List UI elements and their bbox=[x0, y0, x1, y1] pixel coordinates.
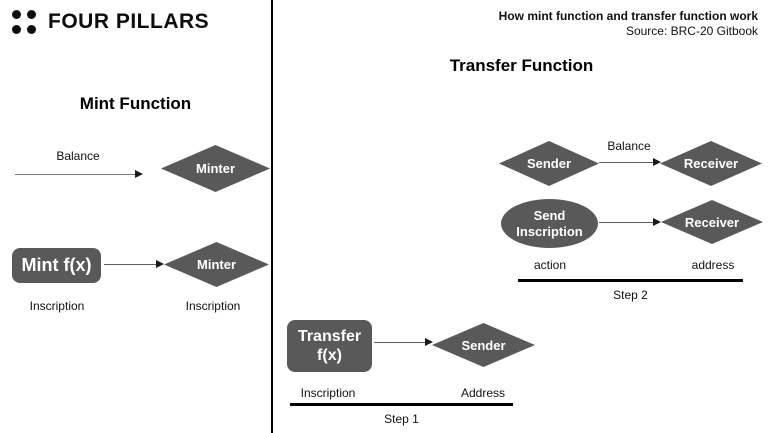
sender-diamond-step1: Sender bbox=[432, 323, 535, 367]
minter-diamond-2: Minter bbox=[164, 242, 269, 287]
receiver-diamond-1: Receiver bbox=[660, 141, 762, 186]
mint-function-heading: Mint Function bbox=[79, 94, 192, 113]
dot-icon bbox=[12, 25, 21, 34]
sender-diamond-step2: Sender bbox=[499, 141, 599, 186]
balance-arrow-label: Balance bbox=[56, 149, 100, 163]
dot-icon bbox=[27, 25, 36, 34]
balance-arrow bbox=[15, 170, 143, 178]
step1-underline bbox=[290, 403, 513, 406]
header-block: How mint function and transfer function … bbox=[499, 9, 758, 38]
transfer-fx-line1: Transfer bbox=[297, 327, 362, 345]
transfer-fx-line2: f(x) bbox=[317, 347, 342, 364]
mint-fx-box: Mint f(x) bbox=[12, 248, 101, 283]
address-caption-step2: address bbox=[691, 258, 735, 272]
transfer-function-heading: Transfer Function bbox=[449, 56, 594, 75]
send-inscription-line1: Send bbox=[533, 207, 566, 223]
dot-icon bbox=[12, 10, 21, 19]
send-inscription-ellipse: Send Inscription bbox=[501, 199, 598, 248]
sender-to-receiver-arrow bbox=[599, 158, 661, 166]
receiver-diamond-2: Receiver bbox=[661, 200, 763, 244]
four-dots-icon bbox=[12, 10, 36, 34]
mint-arrow bbox=[104, 260, 164, 268]
four-pillars-logo: FOUR PILLARS bbox=[12, 10, 209, 34]
step2-label: Step 2 bbox=[613, 288, 648, 302]
transfer-fx-box: Transfer f(x) bbox=[287, 320, 372, 372]
inscription-caption-step1: Inscription bbox=[300, 386, 356, 400]
minter-caption: Inscription bbox=[185, 299, 241, 313]
dot-icon bbox=[27, 10, 36, 19]
diagram-title: How mint function and transfer function … bbox=[498, 9, 758, 23]
send-inscription-line2: Inscription bbox=[516, 223, 583, 239]
send-inscription-arrow bbox=[599, 218, 661, 226]
address-caption-step1: Address bbox=[460, 386, 506, 400]
step2-underline bbox=[518, 279, 743, 282]
step1-label: Step 1 bbox=[384, 412, 419, 426]
mint-box-caption: Inscription bbox=[29, 299, 85, 313]
diagram-source: Source: BRC-20 Gitbook bbox=[625, 24, 758, 38]
logo-text: FOUR PILLARS bbox=[48, 10, 210, 33]
transfer-arrow bbox=[374, 338, 433, 346]
transfer-balance-arrow-label: Balance bbox=[607, 139, 651, 153]
section-divider bbox=[271, 0, 273, 433]
action-caption: action bbox=[533, 258, 567, 272]
minter-diamond-1: Minter bbox=[161, 145, 270, 192]
